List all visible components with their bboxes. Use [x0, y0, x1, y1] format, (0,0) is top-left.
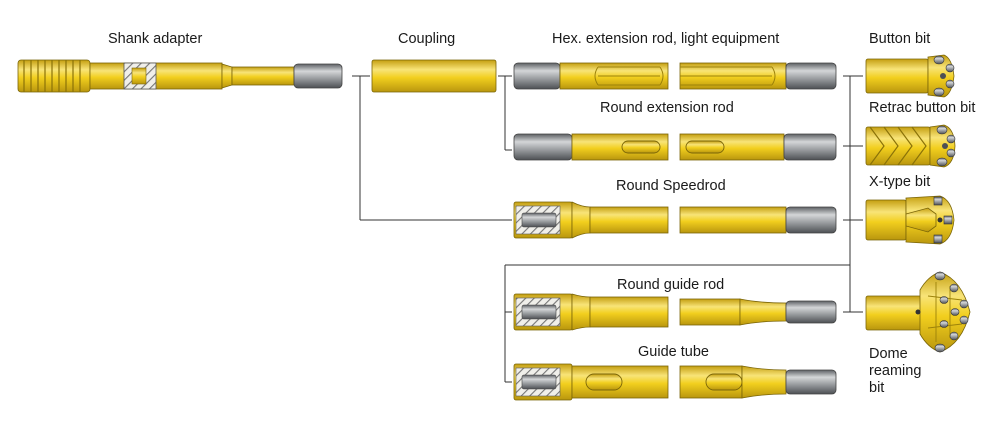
label-x-type-bit: X-type bit	[869, 174, 930, 190]
label-dome-reaming-bit-3: bit	[869, 380, 884, 396]
dome-reaming-bit	[865, 271, 971, 353]
label-round-speedrod: Round Speedrod	[616, 178, 726, 194]
coupling	[371, 59, 497, 93]
round-guide-rod	[513, 293, 837, 331]
retrac-button-bit	[865, 124, 956, 168]
label-retrac-button-bit: Retrac button bit	[869, 100, 975, 116]
hex-extension-rod	[513, 62, 837, 90]
label-guide-tube: Guide tube	[638, 344, 709, 360]
label-coupling: Coupling	[398, 31, 455, 47]
label-dome-reaming-bit-1: Dome	[869, 346, 908, 362]
button-bit	[865, 54, 955, 98]
label-round-extension-rod: Round extension rod	[600, 100, 734, 116]
guide-tube	[513, 363, 837, 401]
shank-adapter	[17, 59, 343, 93]
round-extension-rod	[513, 133, 837, 161]
label-dome-reaming-bit-2: reaming	[869, 363, 921, 379]
label-shank-adapter: Shank adapter	[108, 31, 202, 47]
x-type-bit	[865, 195, 955, 245]
label-hex-extension-rod: Hex. extension rod, light equipment	[552, 31, 779, 47]
label-button-bit: Button bit	[869, 31, 930, 47]
connector-lines	[352, 75, 863, 383]
label-round-guide-rod: Round guide rod	[617, 277, 724, 293]
round-speedrod	[513, 201, 837, 239]
